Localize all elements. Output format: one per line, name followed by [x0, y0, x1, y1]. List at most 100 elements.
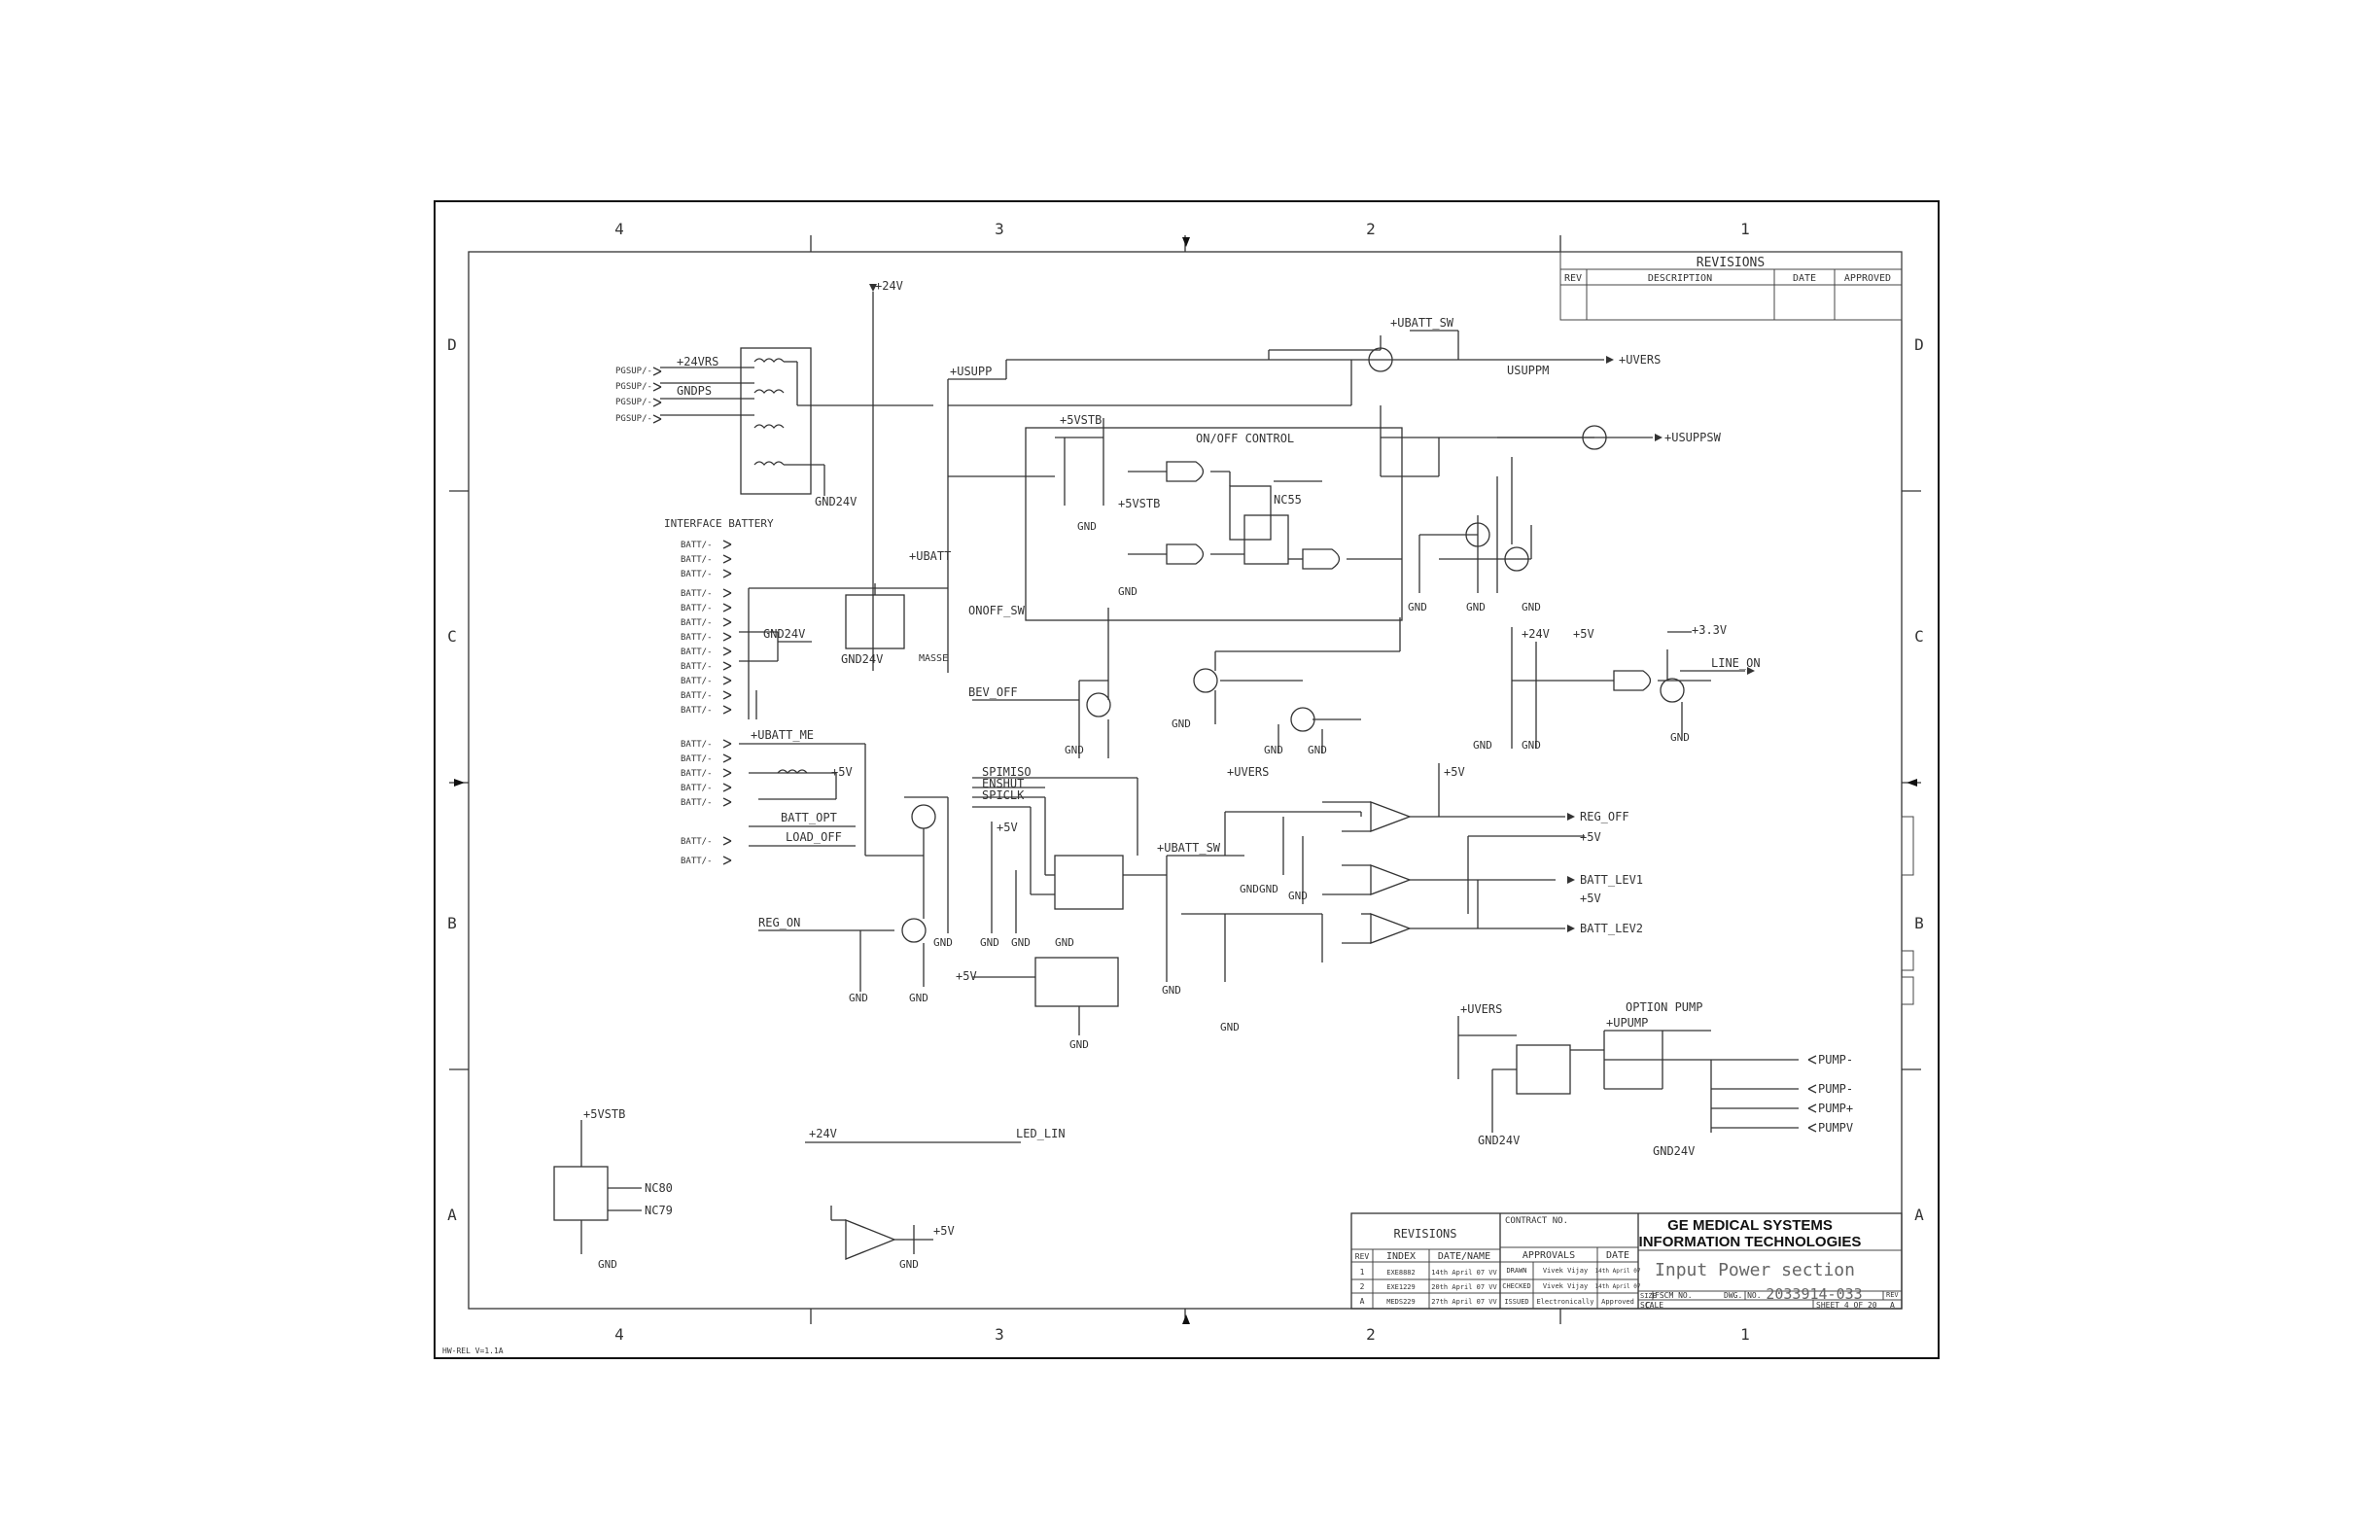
net-pump-minus-b: PUMP-: [1818, 1082, 1853, 1096]
tb-rev-label: REV: [1886, 1291, 1899, 1299]
net-5vstb: +5VSTB: [1060, 413, 1102, 427]
net-pump-minus-a: PUMP-: [1818, 1053, 1853, 1067]
zone-col-3-bottom: 3: [995, 1325, 1004, 1344]
conn-batt-4: BATT/-: [681, 589, 713, 599]
conn-batt-17: BATT/-: [681, 798, 713, 808]
conn-batt-1: BATT/-: [681, 541, 713, 550]
conn-batt-10: BATT/-: [681, 677, 713, 686]
gnd-14: GND: [1259, 883, 1278, 895]
gnd-23: GND: [1220, 1021, 1240, 1033]
net-24v-led: +24V: [809, 1127, 837, 1140]
tb-rev-header-index: INDEX: [1386, 1251, 1416, 1262]
tb-date-label: DATE: [1606, 1250, 1629, 1261]
tb-rev-row3-date: 27th April 07 VV: [1431, 1298, 1497, 1306]
zone-row-b-left: B: [447, 914, 457, 932]
net-load-off: LOAD_OFF: [786, 830, 842, 844]
net-24vrs: +24VRS: [677, 355, 718, 368]
conn-batt-7: BATT/-: [681, 633, 713, 643]
conn-pgsup-1: PGSUP/-: [615, 367, 652, 376]
tb-contract-label: CONTRACT NO.: [1505, 1216, 1568, 1226]
conn-batt-9: BATT/-: [681, 662, 713, 672]
conn-batt-18: BATT/-: [681, 837, 713, 847]
tb-checked-date: 14th April 07: [1595, 1283, 1641, 1290]
tb-drawn-name: Vivek Vijay: [1543, 1267, 1588, 1275]
net-usupp: +USUPP: [950, 365, 992, 378]
net-nc80: NC80: [645, 1181, 673, 1195]
net-33v: +3.3V: [1692, 623, 1727, 637]
zone-row-c-left: C: [447, 627, 457, 646]
centering-arrows: [454, 237, 1917, 1324]
net-5v-f: +5V: [997, 821, 1018, 834]
tb-fscm-label: FSCM NO.: [1655, 1291, 1693, 1300]
tb-scale-label: SCALE: [1640, 1301, 1663, 1310]
tb-rev-row1-date: 14th April 07 VV: [1431, 1269, 1497, 1277]
gnd-15: GND: [1288, 890, 1308, 902]
gnd-20: GND: [849, 992, 868, 1004]
tb-dwg-label: DWG. NO.: [1724, 1291, 1762, 1300]
net-spimiso: SPIMISO: [982, 765, 1032, 779]
net-bev-off: BEV_OFF: [968, 685, 1018, 699]
tb-checked-role: CHECKED: [1502, 1282, 1531, 1290]
gnd-25: GND: [598, 1258, 617, 1271]
conn-pgsup-2: PGSUP/-: [615, 382, 652, 392]
footer-tag: HW-REL V=1.1A: [442, 1347, 504, 1355]
tb-rev-header-rev: REV: [1355, 1252, 1370, 1261]
conn-batt-3: BATT/-: [681, 570, 713, 579]
net-pump-plus: PUMP+: [1818, 1102, 1853, 1115]
tb-company-line1: GE MEDICAL SYSTEMS: [1667, 1217, 1833, 1234]
revisions-table: REVISIONS REV DESCRIPTION DATE APPROVED: [1559, 251, 1903, 321]
zone-row-d-left: D: [447, 335, 457, 354]
net-batt-opt: BATT_OPT: [781, 811, 837, 824]
conn-batt-11: BATT/-: [681, 691, 713, 701]
net-ubatt-me: +UBATT_ME: [751, 728, 814, 742]
net-uvers-pump: +UVERS: [1460, 1002, 1502, 1016]
block-option-pump: OPTION PUMP: [1626, 1000, 1702, 1014]
gnd-17: GND: [980, 936, 999, 949]
tb-rev-row3-index: MEDS229: [1386, 1298, 1416, 1306]
gnd-19: GND: [1055, 936, 1074, 949]
tb-size-value: C: [1645, 1301, 1651, 1312]
gnd-16: GND: [933, 936, 953, 949]
net-5v-c: +5V: [1444, 765, 1465, 779]
zone-col-1-top: 1: [1740, 220, 1750, 238]
net-upump: +UPUMP: [1606, 1016, 1648, 1030]
conn-batt-19: BATT/-: [681, 857, 713, 866]
net-ubatt-sw-mid: +UBATT_SW: [1157, 841, 1221, 855]
conn-batt-5: BATT/-: [681, 604, 713, 613]
zone-col-2-top: 2: [1366, 220, 1376, 238]
net-gnd24v-pump-right: GND24V: [1653, 1144, 1695, 1158]
conn-batt-16: BATT/-: [681, 784, 713, 793]
schematic-wiring: [553, 292, 1799, 1260]
gnd-18: GND: [1011, 936, 1031, 949]
zone-row-d-right: D: [1914, 335, 1924, 354]
conn-pgsup-4: PGSUP/-: [615, 414, 652, 424]
conn-pgsup-3: PGSUP/-: [615, 398, 652, 407]
net-ubatt: +UBATT: [909, 549, 951, 563]
gnd-8: GND: [1264, 744, 1283, 756]
net-gnd24v-iface: GND24V: [763, 627, 805, 641]
conn-batt-2: BATT/-: [681, 555, 713, 565]
net-5vstb-bottom: +5VSTB: [583, 1107, 625, 1121]
tb-rev-row1-index: EXE8882: [1386, 1269, 1416, 1277]
tb-approvals-label: APPROVALS: [1522, 1250, 1575, 1261]
net-ubatt-sw-top: +UBATT_SW: [1390, 316, 1454, 330]
net-nc55: NC55: [1274, 493, 1302, 507]
zone-row-a-right: A: [1914, 1206, 1924, 1224]
tb-rev-row1-rev: 1: [1360, 1268, 1365, 1277]
net-gndps: GNDPS: [677, 384, 712, 398]
tb-rev-header-date: DATE/NAME: [1438, 1251, 1490, 1262]
gnd-4: GND: [1466, 601, 1486, 613]
gnd-3: GND: [1408, 601, 1427, 613]
gnd-26: GND: [899, 1258, 919, 1271]
net-batt-lev2: BATT_LEV2: [1580, 922, 1643, 935]
tb-issued-date: Approved: [1601, 1298, 1634, 1306]
gnd-5: GND: [1522, 601, 1541, 613]
output-arrowheads: [869, 284, 1755, 932]
net-5v-a: +5V: [1580, 830, 1601, 844]
title-block: [1350, 1212, 1903, 1310]
zone-col-4-top: 4: [614, 220, 624, 238]
tb-rev-row3-rev: A: [1360, 1297, 1365, 1306]
net-spiclk: SPICLK: [982, 788, 1025, 802]
gnd-22: GND: [1162, 984, 1181, 997]
